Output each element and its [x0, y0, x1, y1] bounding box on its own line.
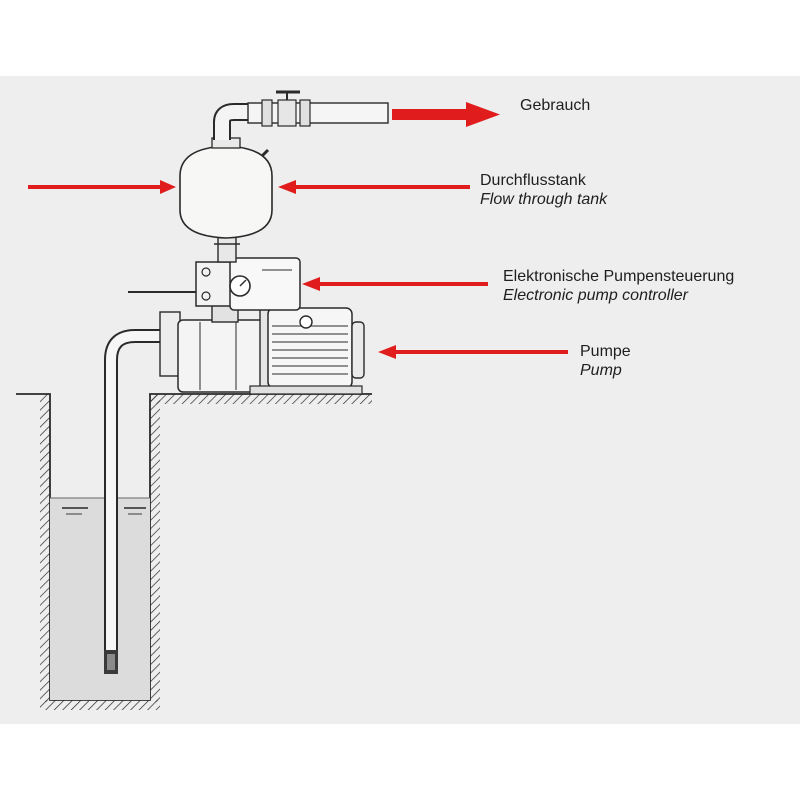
ground-hatch-right: [150, 394, 372, 404]
tank-label-en: Flow through tank: [480, 191, 608, 208]
well-water: [50, 498, 150, 700]
pump-label-en: Pump: [580, 362, 622, 379]
controller-label: Elektronische Pumpensteuerung Electronic…: [503, 267, 734, 305]
tank-label-de: Durchflusstank: [480, 172, 586, 189]
controller-label-en: Electronic pump controller: [503, 287, 688, 304]
gebrauch-label-de: Gebrauch: [520, 97, 591, 114]
motor-fan-cap: [351, 321, 365, 379]
gebrauch-label: Gebrauch: [520, 96, 590, 115]
tank-left-arrow: [28, 180, 176, 194]
arrows: [28, 102, 568, 359]
controller-assembly: [128, 257, 301, 323]
gebrauch-arrow: [392, 102, 500, 127]
pump-label: Pumpe Pump: [580, 342, 631, 380]
well-wall-left-hatch: [40, 394, 50, 702]
tank-right-arrow: [278, 180, 470, 194]
controller-arrow: [302, 277, 488, 291]
well-wall-right-hatch: [150, 394, 160, 702]
tank-body: [179, 145, 273, 239]
flow-through-tank: [179, 137, 273, 263]
well-floor-hatch: [40, 700, 160, 710]
controller-label-de: Elektronische Pumpensteuerung: [503, 268, 735, 285]
pump-housing: [177, 319, 265, 393]
outlet-piping: [213, 90, 389, 140]
pump-base: [249, 385, 363, 395]
ground-and-well: [16, 393, 372, 710]
suction-pipe: [104, 329, 200, 674]
tank-label: Durchflusstank Flow through tank: [480, 171, 607, 209]
pump-arrow: [378, 345, 568, 359]
pump-label-de: Pumpe: [580, 343, 631, 360]
pump-assembly: [159, 305, 365, 395]
valve: [277, 99, 297, 127]
